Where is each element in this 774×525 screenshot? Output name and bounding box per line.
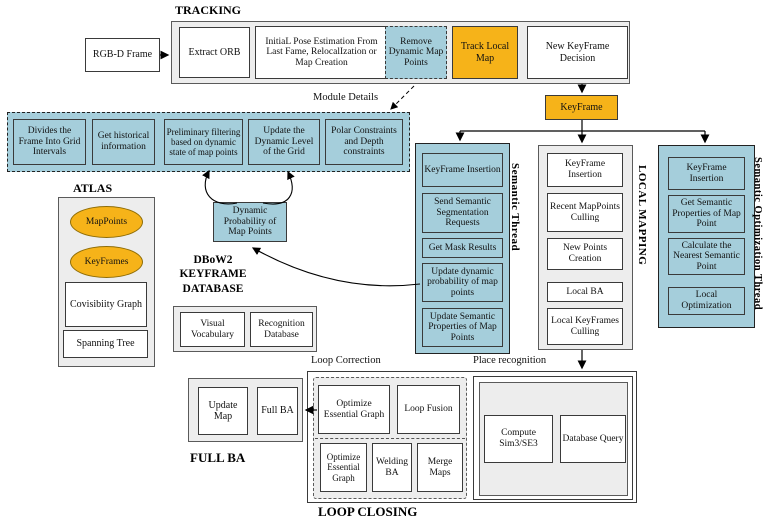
- dynamic-probability-box: Dynamic Probability of Map Points: [213, 202, 287, 242]
- curve-update-to-dynamic-probability: [251, 247, 421, 287]
- new-keyframe-decision-box: New KeyFrame Decision: [527, 26, 628, 79]
- preliminary-filtering-box: Preliminary filtering based on dynamic s…: [164, 119, 243, 165]
- semantic-optimization-label: Semantic Optimization Thread: [752, 157, 763, 311]
- optimize-essential-graph-top-box: Optimize Essential Graph: [318, 385, 390, 434]
- get-historical-info-box: Get historical information: [92, 119, 155, 165]
- atlas-title: ATLAS: [73, 181, 113, 195]
- curve-dynprob-to-update-dynamic-level: [262, 170, 295, 205]
- curve-dynprob-to-preliminary-filtering: [202, 169, 238, 205]
- st-get-mask-results-box: Get Mask Results: [422, 238, 503, 258]
- update-map-box: Update Map: [198, 387, 248, 435]
- semantic-thread-label: Semantic Thread: [509, 162, 521, 252]
- recognition-database-box: Recognition Database: [250, 312, 313, 347]
- loop-fusion-box: Loop Fusion: [397, 385, 460, 434]
- initial-pose-box: InitiaL Pose Estimation From Last Fame, …: [255, 26, 388, 79]
- compute-sim3-box: Compute Sim3/SE3: [484, 415, 553, 463]
- lm-local-keyframes-culling-box: Local KeyFrames Culling: [547, 308, 623, 345]
- st-keyframe-insertion-box: KeyFrame Insertion: [422, 153, 503, 187]
- merge-maps-box: Merge Maps: [417, 443, 463, 492]
- place-recognition-label: Place recognition: [473, 355, 547, 366]
- visual-vocabulary-box: Visual Vocabulary: [180, 312, 245, 347]
- so-keyframe-insertion-box: KeyFrame Insertion: [668, 157, 745, 190]
- keyframe-box: KeyFrame: [545, 95, 618, 120]
- so-local-optimization-box: Local Optimization: [668, 287, 745, 315]
- full-ba-box: Full BA: [257, 387, 298, 435]
- welding-ba-box: Welding BA: [372, 443, 412, 492]
- lm-new-points-creation-box: New Points Creation: [547, 238, 623, 270]
- mappoints-ellipse: MapPoints: [70, 206, 143, 238]
- keyframes-ellipse: KeyFrames: [70, 246, 143, 278]
- arrow-remove-dynamic-to-module-details: [390, 85, 415, 110]
- lm-recent-mappoints-culling-box: Recent MapPoints Culling: [547, 193, 623, 232]
- divides-frame-grid-box: Divides the Frame Into Grid Intervals: [13, 119, 86, 165]
- loop-correction-label: Loop Correction: [311, 355, 381, 366]
- update-dynamic-level-box: Update the Dynamic Level of the Grid: [248, 119, 320, 165]
- covisibility-graph-box: Covisibiity Graph: [65, 282, 147, 327]
- remove-dynamic-map-points-box: Remove Dynamic Map Points: [385, 26, 447, 79]
- st-update-semantic-properties-box: Update Semantic Properties of Map Points: [422, 308, 503, 347]
- polar-constraints-box: Polar Constraints and Depth constraints: [325, 119, 403, 165]
- st-update-dynamic-probability-box: Update dynamic probability of map points: [422, 263, 503, 302]
- track-local-map-box: Track Local Map: [452, 26, 518, 79]
- module-details-label: Module Details: [313, 92, 379, 103]
- lm-local-ba-box: Local BA: [547, 282, 623, 302]
- loop-closing-title: LOOP CLOSING: [318, 504, 418, 519]
- full-ba-title: FULL BA: [190, 450, 246, 465]
- spanning-tree-box: Spanning Tree: [63, 330, 148, 358]
- st-send-segmentation-box: Send Semantic Segmentation Requests: [422, 193, 503, 233]
- loop-correction-divider: [315, 438, 465, 439]
- optimize-essential-graph-bottom-box: Optimize Essential Graph: [320, 443, 367, 492]
- database-query-box: Database Query: [560, 415, 626, 463]
- lm-keyframe-insertion-box: KeyFrame Insertion: [547, 153, 623, 187]
- extract-orb-box: Extract ORB: [179, 27, 250, 78]
- local-mapping-label: LOCAL MAPPING: [636, 165, 648, 266]
- keyframe-database-title: DBoW2 KEYFRAME DATABASE: [179, 254, 247, 295]
- rgbd-frame-box: RGB-D Frame: [85, 38, 160, 72]
- so-get-semantic-properties-box: Get Semantic Properties of Map Point: [668, 195, 745, 233]
- so-calculate-nearest-point-box: Calculate the Nearest Semantic Point: [668, 238, 745, 275]
- tracking-title: TRACKING: [175, 3, 242, 17]
